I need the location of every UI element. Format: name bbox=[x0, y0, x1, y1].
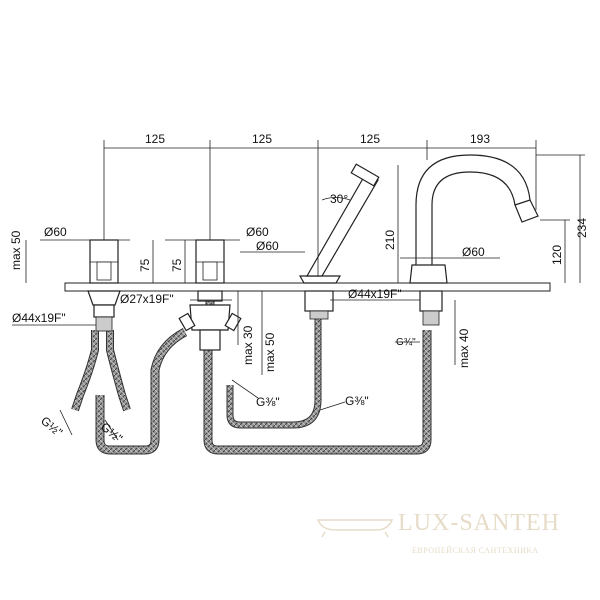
dim-g12-a: G½" bbox=[38, 414, 65, 440]
dim-max40: max 40 bbox=[457, 328, 471, 368]
bathtub-icon bbox=[316, 519, 394, 538]
dim-thread-44-left: Ø44x19F" bbox=[12, 311, 66, 325]
dimension-labels: 125 125 125 193 max 50 Ø60 Ø60 Ø60 Ø60 7… bbox=[9, 132, 589, 445]
dim-dia60-2: Ø60 bbox=[246, 225, 269, 239]
supply-hoses bbox=[71, 300, 432, 455]
dimension-lines bbox=[12, 140, 585, 441]
dim-top-125-c: 125 bbox=[360, 132, 380, 146]
dim-max50-left: max 50 bbox=[9, 230, 23, 270]
dim-max50-mid: max 50 bbox=[263, 332, 277, 372]
dim-210: 210 bbox=[383, 230, 397, 250]
handshower bbox=[298, 163, 380, 320]
dim-thread-27: Ø27x19F" bbox=[120, 292, 174, 306]
dim-max30: max 30 bbox=[241, 325, 255, 365]
dim-dia60-3: Ø60 bbox=[256, 239, 279, 253]
dim-120: 120 bbox=[550, 245, 564, 265]
dim-top-125-b: 125 bbox=[252, 132, 272, 146]
dim-234: 234 bbox=[575, 218, 589, 238]
dim-top-193: 193 bbox=[470, 132, 490, 146]
deck-plate bbox=[64, 282, 551, 292]
dim-g38-b: G⅜" bbox=[345, 394, 369, 408]
left-valve bbox=[87, 239, 121, 332]
watermark-tagline: ЕВРОПЕЙСКАЯ САНТЕХНИКА bbox=[412, 546, 538, 555]
dim-dia60-1: Ø60 bbox=[44, 225, 67, 239]
middle-valve bbox=[178, 239, 242, 351]
dim-top-125-a: 125 bbox=[145, 132, 165, 146]
dim-75-a: 75 bbox=[138, 258, 152, 272]
watermark-logo: LUX-SANTEH ЕВРОПЕЙСКАЯ САНТЕХНИКА bbox=[316, 510, 560, 555]
dim-dia60-4: Ø60 bbox=[462, 245, 485, 259]
dim-75-b: 75 bbox=[170, 258, 184, 272]
dim-thread-44-mid: Ø44x19F" bbox=[348, 287, 402, 301]
dim-g38-a: G⅜" bbox=[256, 395, 280, 409]
dim-angle-30: 30° bbox=[330, 192, 348, 206]
dim-g34: G¾" bbox=[396, 337, 416, 348]
watermark-brand: LUX-SANTEH bbox=[398, 510, 560, 536]
bath-spout bbox=[409, 154, 539, 326]
